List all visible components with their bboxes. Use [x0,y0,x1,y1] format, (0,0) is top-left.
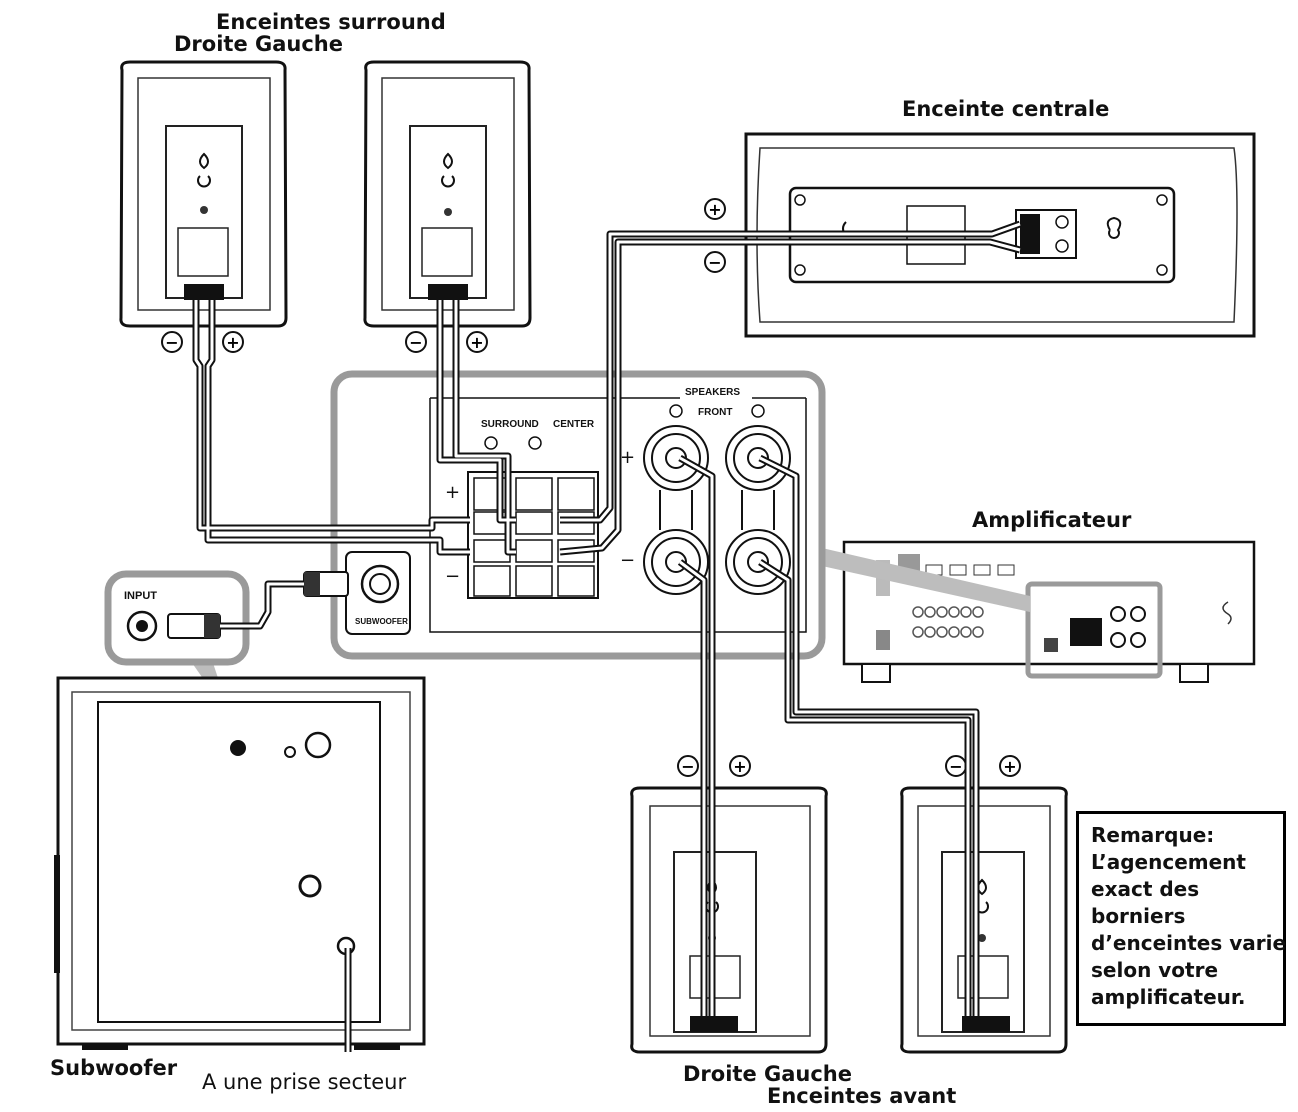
amplifier-label: Amplificateur [972,508,1132,532]
input-label: INPUT [124,590,157,602]
rear-panel [330,370,826,660]
plus-sign-surround: + [445,482,461,503]
front-sides-label: Droite Gauche [683,1062,853,1086]
note-line: L’agencement [1091,850,1246,874]
note-line: Remarque: [1091,823,1215,847]
front-panel-label: FRONT [698,407,733,418]
svg-text:+: + [708,200,721,219]
subwoofer-label: Subwoofer [50,1056,178,1080]
note-line: amplificateur. [1091,985,1246,1009]
svg-text:+: + [470,333,483,352]
center-panel-label: CENTER [553,419,595,430]
minus-sign-front: − [620,550,636,571]
minus-sign-surround: − [445,566,461,587]
svg-text:+: + [1003,757,1016,776]
subwoofer-panel-label: SUBWOOFER [355,617,408,626]
speaker-cables [192,220,1022,1052]
speakers-panel-label: SPEAKERS [685,387,741,398]
svg-text:+: + [733,757,746,776]
plus-sign-front: + [620,447,636,468]
svg-text:−: − [165,333,178,352]
svg-text:−: − [708,253,721,272]
note-line: d’enceintes varie [1091,931,1287,955]
amplifier [842,540,1256,683]
input-callout [104,570,349,720]
note-line: selon votre [1091,958,1219,982]
subwoofer [54,676,426,1050]
surround-speakers-label: Enceintes surround [216,10,446,34]
svg-text:−: − [681,757,694,776]
svg-text:−: − [409,333,422,352]
surround-sides-label: Droite Gauche [174,32,344,56]
amp-callout [822,548,1030,612]
surround-left-speaker [363,60,532,328]
front-left-speaker [900,786,1068,1054]
surround-polarity-icons: − + − + + − − + − + [161,198,1021,777]
svg-text:−: − [949,757,962,776]
front-right-speaker [630,786,828,1054]
note-line: borniers [1091,904,1186,928]
surround-panel-label: SURROUND [481,419,539,430]
outlet-label: A une prise secteur [202,1070,407,1094]
center-speaker-label: Enceinte centrale [902,97,1110,121]
front-speakers-label: Enceintes avant [767,1084,957,1108]
surround-right-speaker [119,60,288,328]
note-box: Remarque: L’agencement exact des bornier… [1076,811,1286,1026]
svg-text:+: + [226,333,239,352]
note-line: exact des [1091,877,1200,901]
